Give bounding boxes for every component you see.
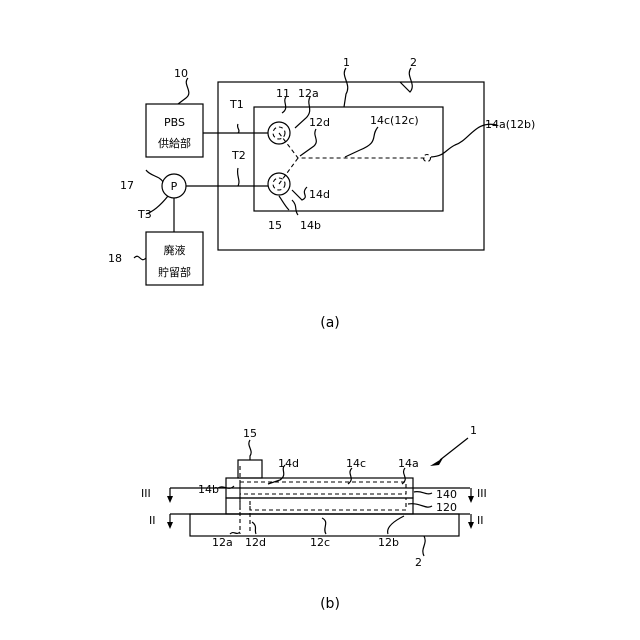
label-b-1: 1 [470,424,477,437]
label-10: 10 [174,67,188,80]
label-b-15: 15 [243,427,257,440]
label-12a: 12a [298,87,319,100]
channel-12-path [279,133,427,184]
label-1: 1 [343,56,350,69]
label-14b: 14b [300,219,321,232]
label-b-14a: 14a [398,457,419,470]
label-b-II-right: II [477,514,484,527]
label-b-120: 120 [436,501,457,514]
label-b-2: 2 [415,556,422,569]
label-11: 11 [276,87,290,100]
waste-box-line2: 貯留部 [158,265,191,279]
label-b-14c: 14c [346,457,366,470]
panel-b: 15 1 14d 14c 14a III 14b 140 III 120 II … [141,424,487,612]
label-15: 15 [268,219,282,232]
connector-15 [238,460,262,478]
label-14c-12c: 14c(12c) [370,114,419,127]
label-b-14d: 14d [278,457,299,470]
waste-box-line1: 廃液 [164,243,186,257]
label-2: 2 [410,56,417,69]
pbs-box-line1: PBS [164,116,185,129]
pbs-box-line2: 供給部 [158,136,191,150]
label-b-14b: 14b [198,483,219,496]
label-b-III-right: III [477,487,487,500]
substrate-2 [190,514,459,536]
arrow-to-chip-1 [430,458,443,466]
label-b-12a: 12a [212,536,233,549]
label-b-III-left: III [141,487,151,500]
caption-a: (a) [320,315,340,331]
label-b-140: 140 [436,488,457,501]
panel-a: PBS 供給部 P 廃液 貯留部 10 1 2 11 12a T1 12d 14… [108,56,535,331]
label-t1: T1 [229,98,244,111]
label-b-12c: 12c [310,536,330,549]
label-14a-12b: 14a(12b) [485,118,535,131]
layer-120 [226,498,413,514]
label-12d: 12d [309,116,330,129]
label-14d: 14d [309,188,330,201]
channel-12-dashed [250,498,406,510]
label-t2: T2 [231,149,246,162]
pump-label: P [171,180,178,193]
label-17: 17 [120,179,134,192]
label-b-12d: 12d [245,536,266,549]
label-t3: T3 [137,208,152,221]
label-b-12b: 12b [378,536,399,549]
label-b-II-left: II [149,514,156,527]
section-arrows [167,496,474,529]
label-18: 18 [108,252,122,265]
caption-b: (b) [320,596,340,612]
